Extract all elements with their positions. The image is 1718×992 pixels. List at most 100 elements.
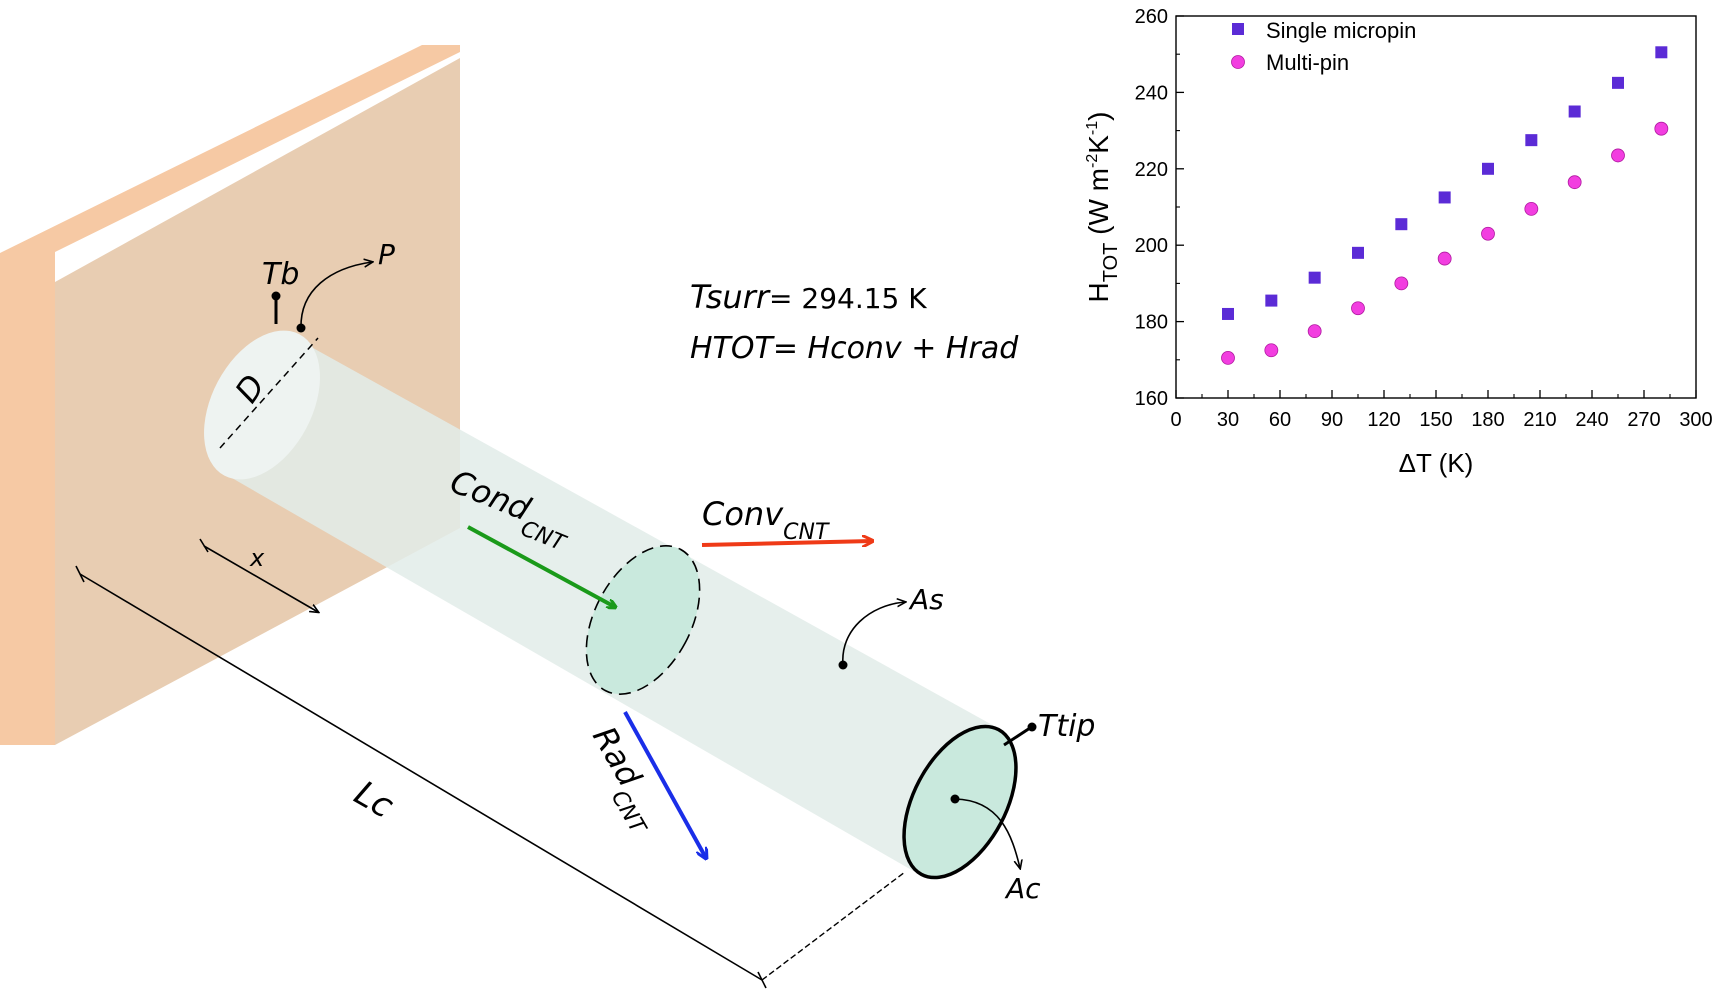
point-multi-pin — [1481, 226, 1495, 241]
x-tick-label: 30 — [1217, 409, 1239, 431]
y-tick-label: 160 — [1135, 388, 1168, 410]
data-points — [1221, 46, 1669, 365]
point-single-micropin — [1482, 162, 1494, 175]
x-tick-label: 150 — [1419, 409, 1452, 431]
fin-diagram: Tb P D x Lc CondCNT ConvCNT — [0, 45, 1095, 989]
y-label-close: ) — [1083, 112, 1114, 121]
cross-section-disc — [585, 545, 701, 695]
label-p: P — [378, 238, 395, 271]
label-x: x — [249, 544, 265, 572]
point-multi-pin — [1654, 121, 1669, 136]
point-single-micropin — [1265, 294, 1278, 307]
x-tick-label: 270 — [1627, 409, 1660, 431]
point-multi-pin — [1307, 324, 1322, 339]
as-arrow — [842, 602, 905, 666]
x-dimension-line — [203, 545, 318, 612]
point-single-micropin — [1308, 271, 1321, 284]
x-tick-label: 60 — [1269, 409, 1291, 431]
y-tick-label: 260 — [1135, 6, 1168, 28]
x-axis-label: ΔT (K) — [1399, 448, 1474, 478]
rad-subscript: CNT — [606, 786, 651, 839]
x-tick-label: 180 — [1471, 409, 1504, 431]
label-ttip: Ttip — [1038, 709, 1095, 744]
point-multi-pin — [1567, 175, 1582, 190]
y-label-unit-b: K — [1083, 135, 1114, 154]
x-dimension-tick — [199, 538, 209, 553]
y-axis-label: HTOT (W m-2K-1) — [1083, 112, 1122, 303]
x-tick-label: 240 — [1575, 409, 1608, 431]
x-tick-label: 0 — [1170, 409, 1181, 431]
conv-text: Conv — [702, 495, 784, 533]
label-lc: Lc — [348, 773, 401, 827]
y-label-main: H — [1083, 282, 1114, 302]
x-tick-label: 300 — [1679, 409, 1712, 431]
x-tick-label: 120 — [1367, 409, 1400, 431]
point-multi-pin — [1351, 301, 1365, 316]
label-tb: Tb — [262, 257, 299, 292]
plot-frame — [1175, 15, 1697, 399]
x-tick-label: 210 — [1523, 409, 1556, 431]
y-tick-label: 200 — [1135, 235, 1168, 257]
y-label-sub: TOT — [1100, 243, 1122, 283]
htot-symbol: HTOT — [690, 331, 775, 366]
point-multi-pin — [1394, 276, 1409, 291]
tsurr-value: = 294.15 K — [769, 282, 927, 315]
point-multi-pin — [1524, 202, 1539, 216]
hconv-term: Hconv — [808, 331, 903, 366]
lc-tick-left — [75, 565, 85, 583]
label-ac: Ac — [1004, 872, 1041, 905]
legend-marker-multi — [1231, 55, 1245, 69]
point-single-micropin — [1222, 307, 1234, 320]
hrad-term: Hrad — [946, 331, 1019, 366]
rad-text: Rad — [585, 720, 649, 793]
p-arrow — [300, 262, 372, 329]
wall-slab-side — [0, 45, 460, 745]
label-conv: ConvCNT — [702, 495, 830, 545]
point-single-micropin — [1525, 134, 1538, 147]
fin-base-ellipse — [204, 330, 320, 480]
x-axis-ticks: 0 30 60 90 120 150 180 210 240 270 300 — [1170, 390, 1713, 431]
ac-arrow — [954, 798, 1020, 868]
fin-tip-disc — [902, 724, 1018, 880]
htot-equals: = — [773, 331, 808, 366]
y-tick-label: 240 — [1135, 82, 1168, 104]
legend-label-multi: Multi-pin — [1266, 50, 1349, 75]
point-single-micropin — [1568, 105, 1581, 118]
point-single-micropin — [1352, 246, 1364, 259]
conv-arrow — [701, 541, 872, 545]
point-multi-pin — [1437, 251, 1452, 266]
svg-text:RadCNT: RadCNT — [575, 720, 673, 839]
lc-dimension-line — [79, 573, 763, 981]
point-single-micropin — [1655, 46, 1668, 59]
y-tick-label: 180 — [1135, 312, 1168, 334]
x-label-unit: (K) — [1431, 448, 1473, 478]
equation-tsurr: Tsurr= 294.15 K — [690, 278, 927, 316]
label-rad: RadCNT — [575, 720, 673, 839]
legend-label-single: Single micropin — [1266, 18, 1416, 43]
point-multi-pin — [1611, 148, 1625, 163]
equation-htot: HTOT= Hconv + Hrad — [690, 331, 1019, 366]
point-single-micropin — [1612, 76, 1624, 89]
x-label-symbol: ΔT — [1399, 448, 1432, 478]
cond-arrow — [467, 525, 615, 607]
tsurr-symbol: Tsurr — [690, 278, 771, 316]
y-tick-label: 220 — [1135, 159, 1168, 181]
y-label-sup2: -1 — [1084, 121, 1101, 135]
htot-chart: 0 30 60 90 120 150 180 210 240 270 300 160 180 200 22… — [1083, 6, 1713, 478]
x-tick-label: 90 — [1321, 409, 1343, 431]
diameter-line — [219, 337, 319, 449]
rad-arrow — [623, 711, 706, 858]
chart-legend: Single micropin Multi-pin — [1231, 18, 1416, 75]
point-multi-pin — [1264, 343, 1279, 358]
tb-dot — [271, 291, 281, 301]
point-single-micropin — [1395, 218, 1408, 231]
label-as: As — [908, 583, 944, 616]
y-axis-ticks: 160 180 200 220 240 260 — [1135, 6, 1184, 410]
point-single-micropin — [1438, 191, 1451, 204]
lc-extension-line — [761, 871, 906, 981]
ttip-dot — [1027, 722, 1037, 732]
y-label-unit-a: (W m — [1083, 168, 1114, 243]
ttip-pin — [1003, 726, 1031, 747]
svg-text:HTOT (W m-2K-1): HTOT (W m-2K-1) — [1083, 112, 1122, 303]
